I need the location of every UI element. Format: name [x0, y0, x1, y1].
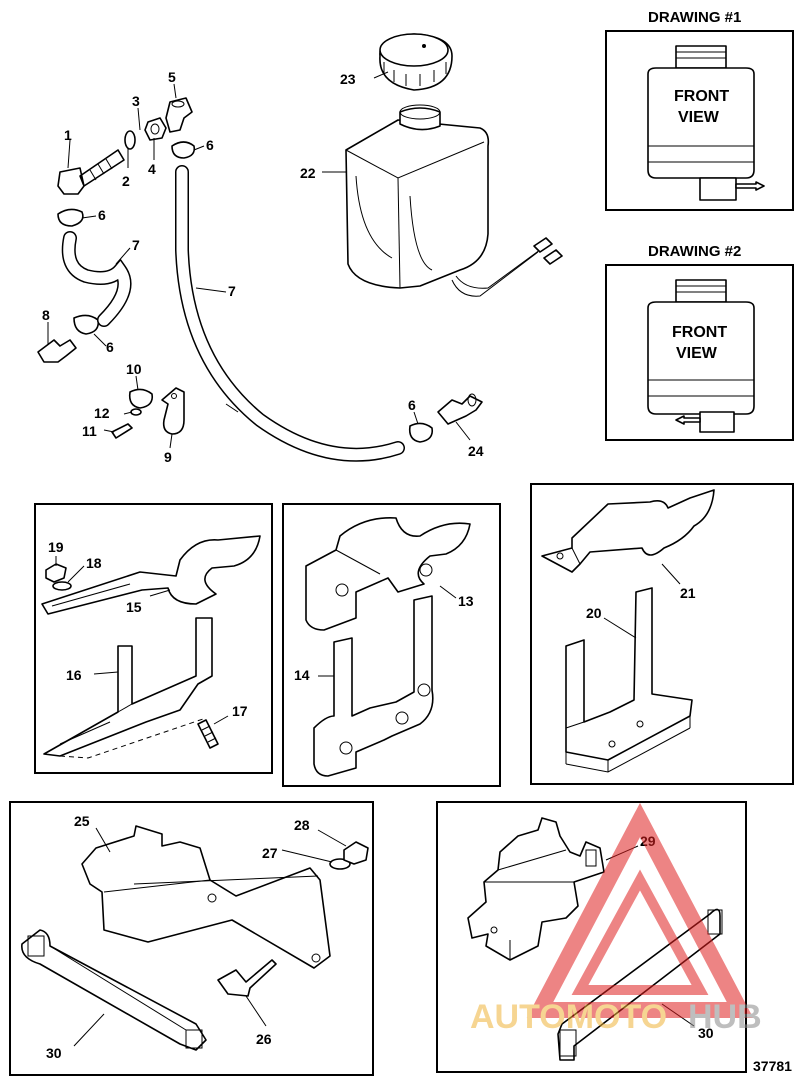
box-5-frame — [436, 801, 747, 1073]
part-2-washer — [124, 130, 136, 150]
part-26-bolt — [217, 959, 277, 997]
callout-3: 3 — [132, 93, 140, 109]
drawing-1-view: VIEW — [678, 109, 720, 126]
callout-6d: 6 — [408, 397, 416, 413]
callout-20: 20 — [586, 605, 602, 621]
part-12-washer — [130, 408, 142, 416]
drawing-1: DRAWING #1 FRONT VIEW — [605, 9, 794, 211]
callout-16: 16 — [66, 667, 82, 683]
callout-27: 27 — [262, 845, 278, 861]
callout-21: 21 — [680, 585, 696, 601]
callout-19: 19 — [48, 539, 64, 555]
part-29-bracket — [467, 817, 605, 961]
box-2-frame — [282, 503, 501, 787]
watermark-text-automoto: AUTOMOTO — [470, 998, 667, 1036]
callout-26: 26 — [256, 1031, 272, 1047]
callout-13: 13 — [458, 593, 474, 609]
part-16-bracket — [43, 617, 213, 757]
part-20-bracket — [565, 587, 693, 761]
part-21-bracket — [541, 489, 715, 573]
part-4-nut — [144, 117, 167, 141]
part-6-clamp-a — [171, 141, 196, 159]
box-4-frame — [9, 801, 374, 1076]
callout-1: 1 — [64, 127, 72, 143]
bracket-box-3: 20 21 — [530, 483, 794, 785]
part-15-bracket — [41, 535, 261, 615]
bracket-box-4: 25 27 28 26 30 — [9, 801, 374, 1076]
callout-12: 12 — [94, 405, 110, 421]
drawing-1-title: DRAWING #1 — [648, 9, 741, 26]
part-22-reservoir — [345, 119, 490, 289]
bracket-box-2: 13 14 — [282, 503, 501, 787]
callout-23: 23 — [340, 71, 356, 87]
watermark-text-hub: HUB — [688, 998, 762, 1036]
callout-2: 2 — [122, 173, 130, 189]
part-24-fitting — [437, 395, 483, 425]
callout-9: 9 — [164, 449, 172, 465]
drawing-1-neck — [675, 45, 727, 69]
watermark-logo: AUTOMOTO HUB — [470, 802, 762, 1036]
drawing-2-title: DRAWING #2 — [648, 243, 741, 260]
callout-22: 22 — [300, 165, 316, 181]
callout-6a: 6 — [206, 137, 214, 153]
watermark-triangle-icon — [526, 802, 754, 1018]
bracket-box-1: 18 19 15 16 17 — [34, 503, 273, 774]
part-14-bracket — [313, 595, 434, 777]
callout-7a: 7 — [132, 237, 140, 253]
drawing-2-frame — [605, 264, 794, 441]
part-9-p-clamp — [161, 387, 185, 435]
callout-17: 17 — [232, 703, 248, 719]
callout-30b: 30 — [698, 1025, 714, 1041]
callout-5: 5 — [168, 69, 176, 85]
callout-10: 10 — [126, 361, 142, 377]
part-28-nut — [343, 841, 369, 865]
callout-4: 4 — [148, 161, 156, 177]
part-18-washer — [52, 581, 72, 591]
part-6-clamp-d — [408, 422, 434, 443]
drawing-2-view: VIEW — [676, 345, 718, 362]
callout-6b: 6 — [98, 207, 106, 223]
callout-25: 25 — [74, 813, 90, 829]
box-1-frame — [34, 503, 273, 774]
box-3-frame — [530, 483, 794, 785]
part-19-nut — [45, 563, 67, 583]
drawing-2: DRAWING #2 FRONT VIEW — [605, 243, 794, 441]
drawing-2-neck — [675, 279, 727, 303]
callout-6c: 6 — [106, 339, 114, 355]
callout-14: 14 — [294, 667, 310, 683]
drawing-1-front: FRONT — [674, 88, 729, 105]
callout-15: 15 — [126, 599, 142, 615]
callout-24: 24 — [468, 443, 484, 459]
part-5-elbow — [165, 97, 193, 133]
part-8-fitting — [37, 339, 77, 363]
callout-18: 18 — [86, 555, 102, 571]
part-11-screw — [111, 423, 133, 439]
callout-8: 8 — [42, 307, 50, 323]
drawing-2-bottle — [647, 301, 755, 415]
part-30-strap-left — [21, 929, 207, 1051]
hose-fittings-group: 1 2 3 4 5 6 6 6 6 7 7 8 9 10 11 12 24 — [37, 69, 484, 465]
callout-28: 28 — [294, 817, 310, 833]
part-10-clip — [128, 388, 154, 409]
part-6-clamp-c — [73, 314, 100, 335]
reservoir-group: 23 22 — [300, 33, 563, 297]
part-13-bracket — [305, 517, 471, 631]
callout-7b: 7 — [228, 283, 236, 299]
drawing-1-frame — [605, 30, 794, 211]
part-25-bracket — [81, 825, 331, 969]
callout-30a: 30 — [46, 1045, 62, 1061]
drawing-2-front: FRONT — [672, 324, 727, 341]
figure-number: 37781 — [753, 1058, 792, 1074]
drawing-1-bottle — [647, 67, 755, 179]
callout-11: 11 — [82, 423, 97, 439]
part-6-clamp-b — [57, 208, 84, 227]
part-27-washer — [329, 858, 351, 870]
